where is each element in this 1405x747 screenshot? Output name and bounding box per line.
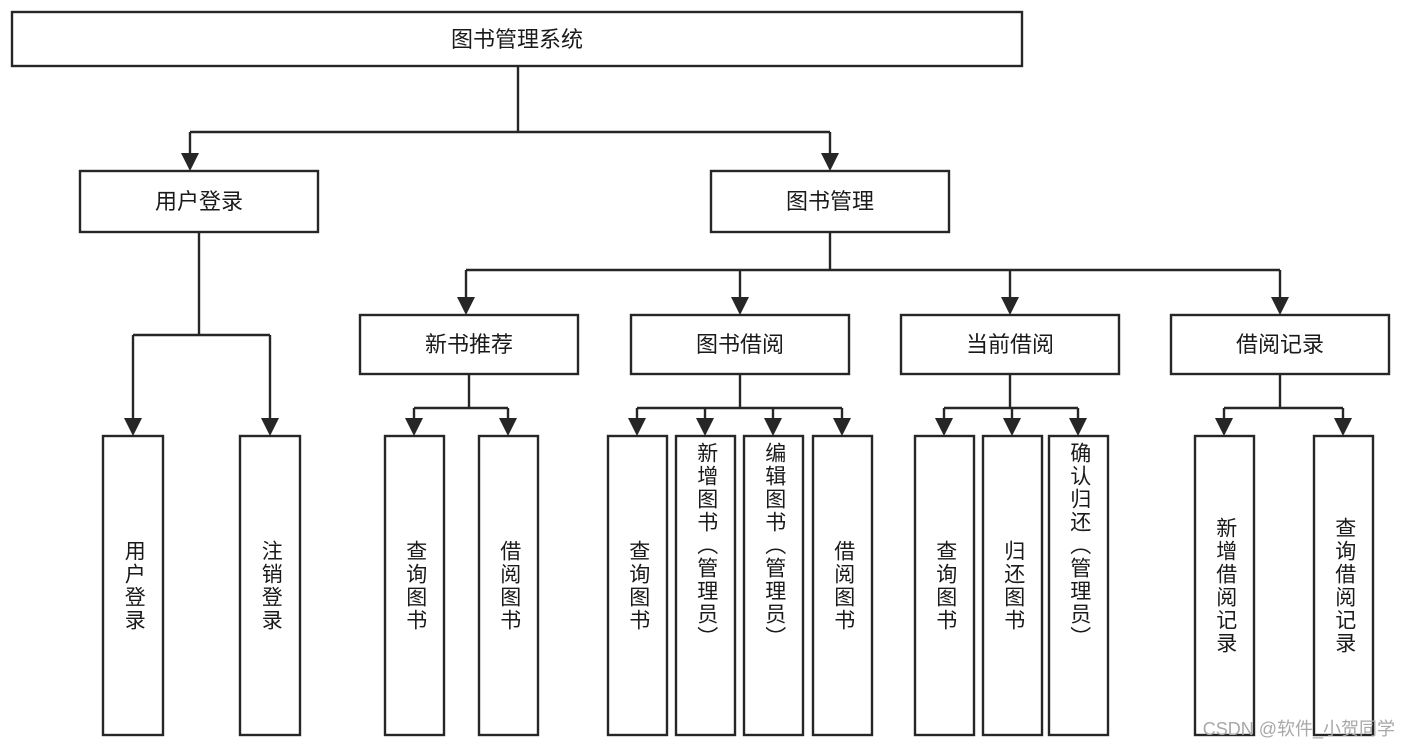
arrow-icon (405, 418, 423, 436)
node-user-login[interactable]: 用户登录 (78, 169, 320, 234)
leaf-box[interactable] (1312, 434, 1375, 737)
arrow-icon (935, 418, 953, 436)
leaf-box[interactable] (606, 434, 669, 737)
arrow-icon (1334, 418, 1352, 436)
arrow-icon (1215, 418, 1233, 436)
node-root-label: 图书管理系统 (451, 27, 583, 52)
arrow-icon (764, 418, 782, 436)
arrow-icon (124, 418, 142, 436)
arrow-icon (1069, 418, 1087, 436)
leaf-box[interactable] (1047, 434, 1110, 737)
node-current-borrow-label: 当前借阅 (966, 332, 1054, 357)
arrow-icon (261, 418, 279, 436)
leaf-box[interactable] (101, 434, 165, 737)
node-book-management[interactable]: 图书管理 (709, 169, 951, 234)
node-root-system[interactable]: 图书管理系统 (10, 10, 1024, 68)
arrow-icon (1003, 418, 1021, 436)
connector-currentborrow-to-leaves (935, 374, 1087, 436)
leaf-box[interactable] (383, 434, 446, 737)
node-current-borrow[interactable]: 当前借阅 (899, 313, 1121, 376)
leaf-box[interactable] (811, 434, 874, 737)
arrow-icon (499, 418, 517, 436)
node-borrow-record-label: 借阅记录 (1236, 332, 1324, 357)
arrow-icon (628, 418, 646, 436)
leaf-box[interactable] (742, 434, 805, 737)
node-new-book-recommend[interactable]: 新书推荐 (358, 313, 580, 376)
leaf-box[interactable] (674, 434, 737, 737)
connector-root-to-level2 (181, 66, 839, 171)
arrow-icon (1271, 297, 1289, 315)
connector-bookborrow-to-leaves (628, 374, 851, 436)
arrow-icon (731, 297, 749, 315)
node-book-management-label: 图书管理 (786, 189, 874, 214)
node-user-login-label: 用户登录 (155, 189, 243, 214)
leaf-box[interactable] (477, 434, 540, 737)
node-book-borrow[interactable]: 图书借阅 (629, 313, 851, 376)
node-new-book-recommend-label: 新书推荐 (425, 332, 513, 357)
arrow-icon (1001, 297, 1019, 315)
connector-bookmgmt-to-level3 (457, 232, 1289, 315)
leaf-box[interactable] (913, 434, 976, 737)
node-book-borrow-label: 图书借阅 (696, 332, 784, 357)
leaf-box[interactable] (238, 434, 302, 737)
connector-newbook-to-leaves (405, 374, 517, 436)
connector-userlogin-to-leaves (124, 232, 279, 436)
node-borrow-record[interactable]: 借阅记录 (1169, 313, 1391, 376)
arrow-icon (696, 418, 714, 436)
connector-borrowrecord-to-leaves (1215, 374, 1352, 436)
arrow-icon (181, 153, 199, 171)
arrow-icon (833, 418, 851, 436)
arrow-icon (457, 297, 475, 315)
leaf-box[interactable] (1193, 434, 1256, 737)
arrow-icon (821, 153, 839, 171)
leaf-box[interactable] (981, 434, 1044, 737)
